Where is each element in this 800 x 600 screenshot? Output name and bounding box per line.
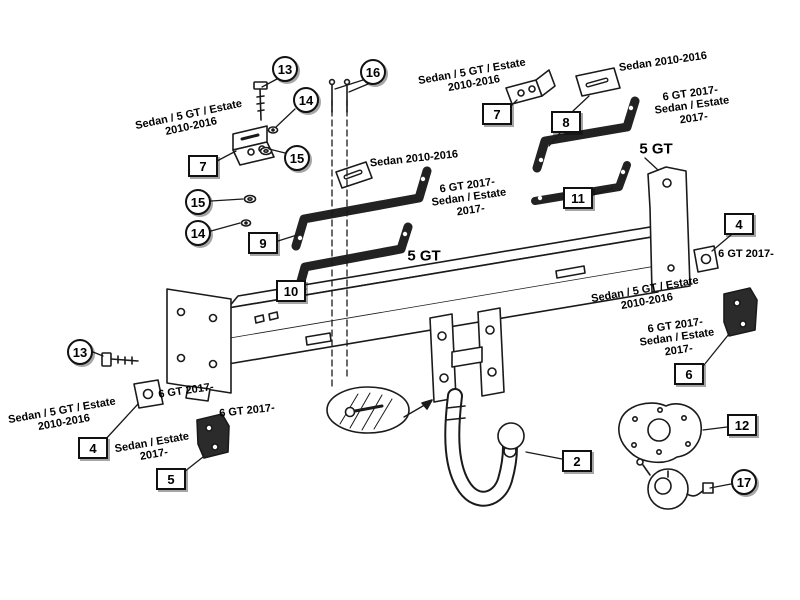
callout-4-left: 4 <box>78 437 108 459</box>
callout-6: 6 <box>674 363 704 385</box>
studs-16 <box>328 78 351 113</box>
socket-plate-12 <box>618 402 702 476</box>
plate-4-right <box>693 245 719 273</box>
fitment-label-6gt-plate4: 6 GT 2017- <box>718 247 774 260</box>
crossbar-beam <box>227 223 669 365</box>
bolt-13-top <box>253 81 268 121</box>
callout-11: 11 <box>563 187 593 209</box>
lock-detail-ellipse <box>326 386 433 434</box>
left-end-plate <box>166 288 232 402</box>
socket-cover-17 <box>647 468 714 510</box>
fitment-label-5gt-mid: 5 GT <box>407 247 441 265</box>
callout-7-right: 7 <box>482 103 512 125</box>
angle-bracket-7-left <box>232 125 275 166</box>
callout-4-right: 4 <box>724 213 754 235</box>
angle-bracket-7-right <box>505 69 556 105</box>
angle-bracket-6 <box>723 287 758 337</box>
bolt-13-left <box>101 352 139 367</box>
slotted-plate-middle <box>335 161 373 189</box>
callout-12: 12 <box>727 414 757 436</box>
fitment-label-5gt-right: 5 GT <box>639 140 673 158</box>
bracket-strap-9 <box>291 166 432 251</box>
alignment-guides <box>331 99 348 387</box>
angle-bracket-5 <box>196 413 230 459</box>
washer-15-lower <box>243 194 257 204</box>
plate-4-left <box>133 379 164 409</box>
callout-17: 17 <box>731 469 757 495</box>
callout-7-left: 7 <box>188 155 218 177</box>
nut-14-lower <box>240 219 252 227</box>
callout-15-a: 15 <box>284 145 310 171</box>
slotted-plate-top-right <box>575 67 621 97</box>
callout-14-a: 14 <box>293 87 319 113</box>
callout-9: 9 <box>248 232 278 254</box>
coupling-housing <box>429 307 505 403</box>
callout-2: 2 <box>562 450 592 472</box>
callout-5: 5 <box>156 468 186 490</box>
towball-swan-neck <box>444 388 525 507</box>
callout-13-b: 13 <box>67 339 93 365</box>
washer-14-top <box>267 126 279 134</box>
right-end-plate <box>647 166 691 293</box>
callout-8: 8 <box>551 111 581 133</box>
callout-15-b: 15 <box>185 189 211 215</box>
bracket-strap-8 <box>532 96 640 173</box>
callout-13-a: 13 <box>272 56 298 82</box>
callout-14-b: 14 <box>185 220 211 246</box>
callout-16: 16 <box>360 59 386 85</box>
callout-10: 10 <box>276 280 306 302</box>
leader-lines <box>92 78 732 489</box>
